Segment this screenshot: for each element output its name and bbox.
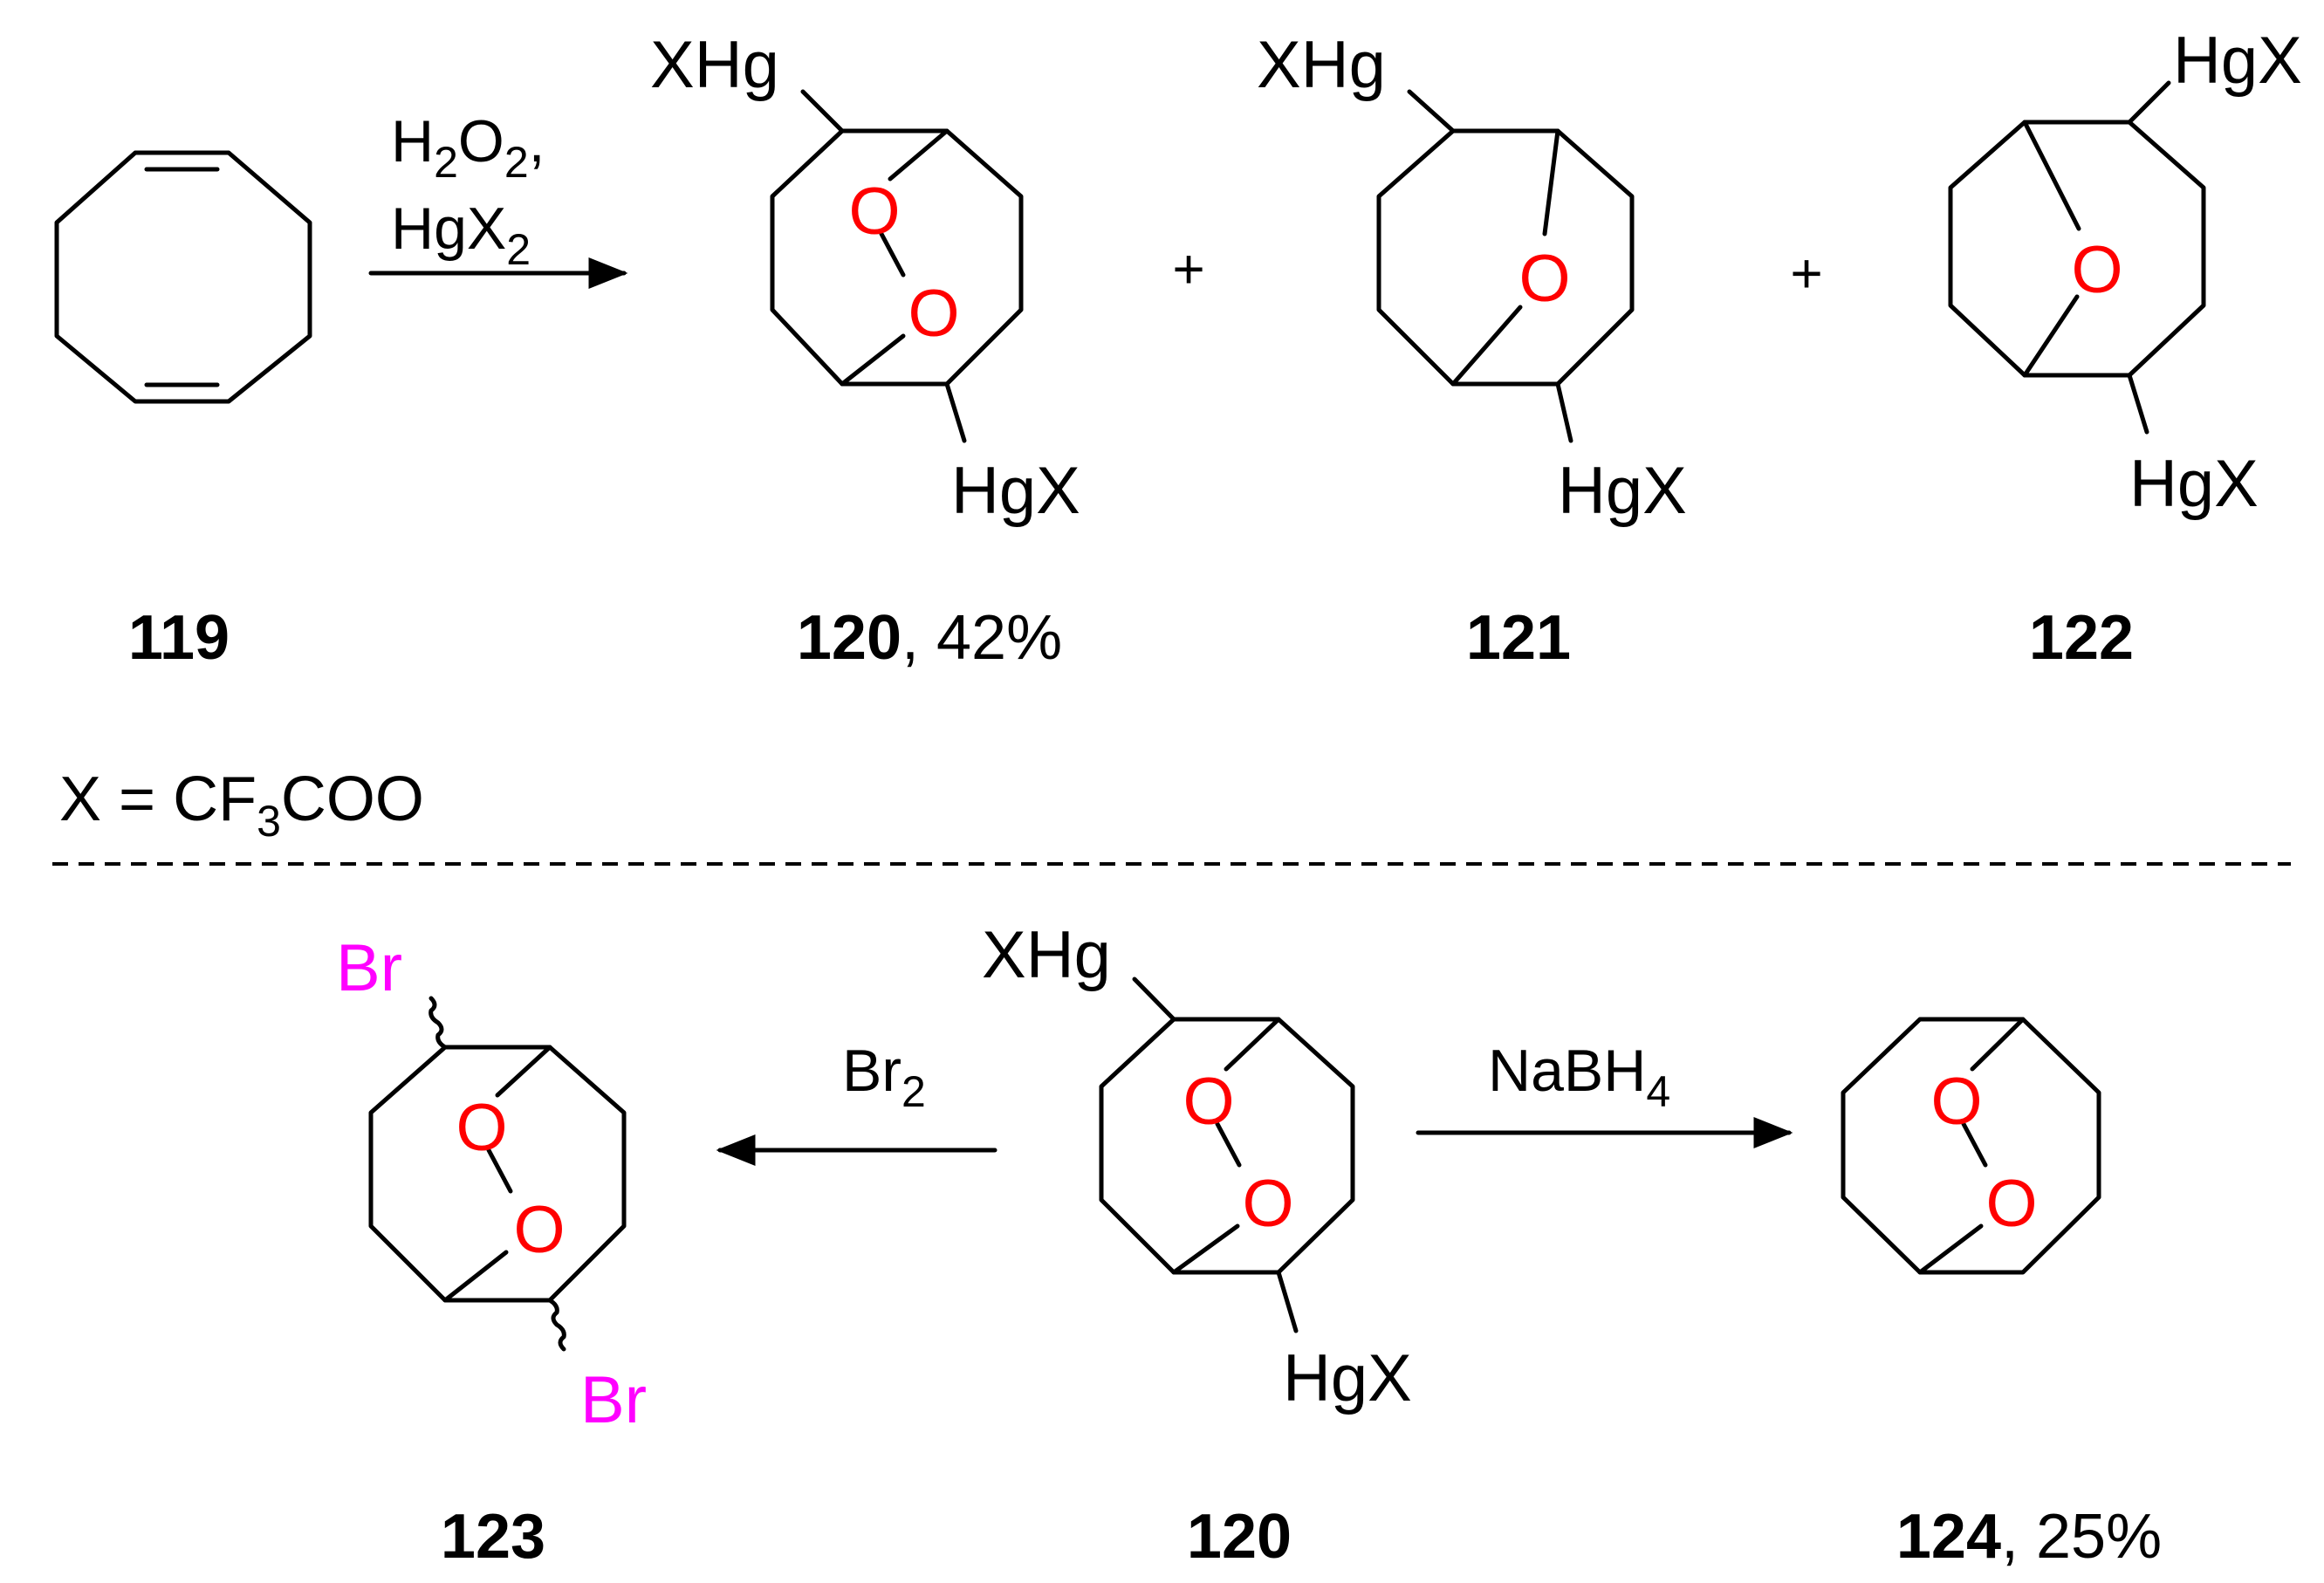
- compound-number-123: 123: [441, 1502, 545, 1572]
- x-definition: X = CF3COO: [59, 764, 424, 846]
- plus-sign: +: [1172, 237, 1204, 300]
- compound-number-120-repeat: 120: [1187, 1502, 1292, 1572]
- molecule-121: O XHg HgX: [1257, 28, 1687, 528]
- xhg-label: XHg: [1257, 28, 1386, 102]
- hgx-label: HgX: [951, 454, 1080, 528]
- reagent-hgx2: HgX2: [391, 195, 531, 274]
- wavy-bond: [547, 1298, 566, 1352]
- oxygen-atom: O: [1242, 1167, 1293, 1241]
- compound-number-124: 124, 25%: [1896, 1502, 2162, 1572]
- wavy-bond: [428, 996, 448, 1050]
- oxygen-atom: O: [1183, 1065, 1234, 1139]
- hgx-label: HgX: [2173, 24, 2302, 98]
- molecule-124: O O: [1841, 1017, 2101, 1275]
- oxygen-atom: O: [2071, 233, 2122, 307]
- oxygen-atom: O: [456, 1091, 507, 1165]
- reagent-nabh4: NaBH4: [1488, 1038, 1670, 1116]
- molecule-120: O O XHg HgX: [650, 28, 1080, 528]
- oxygen-atom: O: [1930, 1065, 1982, 1139]
- molecule-123: O O Br Br: [336, 931, 647, 1437]
- bromine-atom: Br: [580, 1363, 647, 1437]
- compound-number-122: 122: [2029, 603, 2134, 673]
- oxygen-atom: O: [1518, 242, 1570, 316]
- oxygen-atom: O: [848, 175, 900, 249]
- hgx-label: HgX: [1283, 1341, 1412, 1415]
- compound-number-119: 119: [128, 603, 230, 673]
- molecule-119: [54, 150, 312, 404]
- compound-number-120: 120, 42%: [797, 603, 1062, 673]
- oxygen-atom: O: [513, 1193, 565, 1267]
- reagent-h2o2: H2O2,: [391, 108, 545, 187]
- xhg-label: XHg: [650, 28, 779, 102]
- hgx-label: HgX: [2129, 447, 2259, 521]
- bromine-atom: Br: [336, 931, 402, 1005]
- plus-sign: +: [1790, 242, 1822, 305]
- molecule-122: O HgX HgX: [1948, 24, 2302, 521]
- oxygen-atom: O: [1985, 1167, 2037, 1241]
- molecule-120-repeat: O O XHg HgX: [982, 918, 1412, 1415]
- compound-number-121: 121: [1466, 603, 1571, 673]
- hgx-label: HgX: [1558, 454, 1687, 528]
- xhg-label: XHg: [982, 918, 1111, 992]
- reagent-br2: Br2: [842, 1038, 926, 1116]
- oxygen-atom: O: [908, 277, 959, 351]
